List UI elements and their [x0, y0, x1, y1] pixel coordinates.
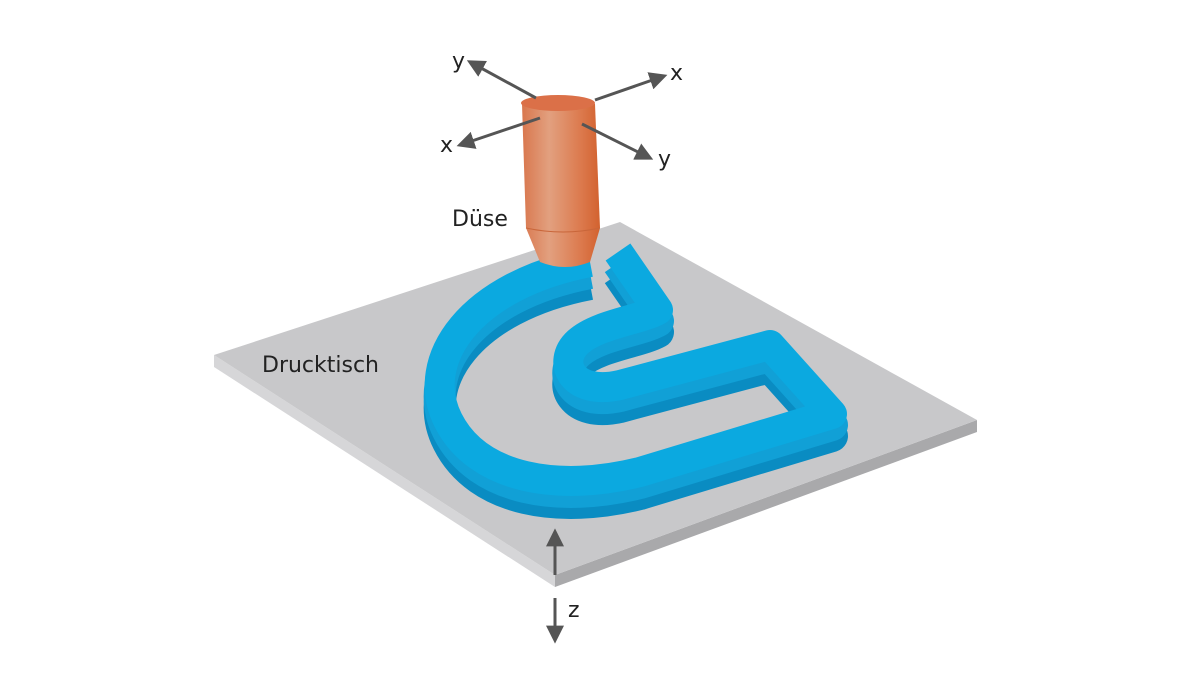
axis-arrows [456, 60, 668, 644]
axis-label-y-top: y [452, 49, 465, 74]
arrow-y-top [466, 60, 537, 100]
axis-label-x-right: x [670, 61, 683, 86]
nozzle-label: Düse [452, 207, 508, 232]
axis-label-y-bottom: y [658, 147, 671, 172]
print-bed-label: Drucktisch [262, 353, 379, 378]
arrow-y-bottom [581, 122, 654, 160]
nozzle [521, 95, 601, 267]
arrow-x-left [456, 116, 541, 149]
axis-label-z: z [568, 598, 580, 623]
axis-label-x-left: x [440, 133, 453, 158]
arrow-x-right [594, 72, 668, 102]
printed-object [423, 243, 848, 519]
